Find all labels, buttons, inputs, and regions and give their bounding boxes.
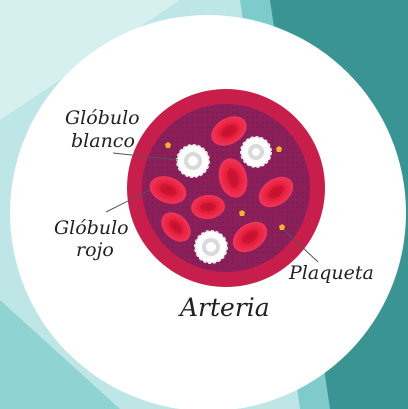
label-white-cell-line2: blanco xyxy=(71,130,135,152)
label-red-cell-line1: Glóbulo xyxy=(54,217,129,239)
label-white-cell-line1: Glóbulo xyxy=(65,107,140,129)
white-blood-cell xyxy=(241,137,271,167)
label-platelet: Plaqueta xyxy=(288,262,374,284)
label-red-cell-line2: rojo xyxy=(76,239,114,261)
white-blood-cell xyxy=(195,231,227,263)
white-blood-cell xyxy=(177,145,209,177)
label-artery: Arteria xyxy=(178,293,270,322)
